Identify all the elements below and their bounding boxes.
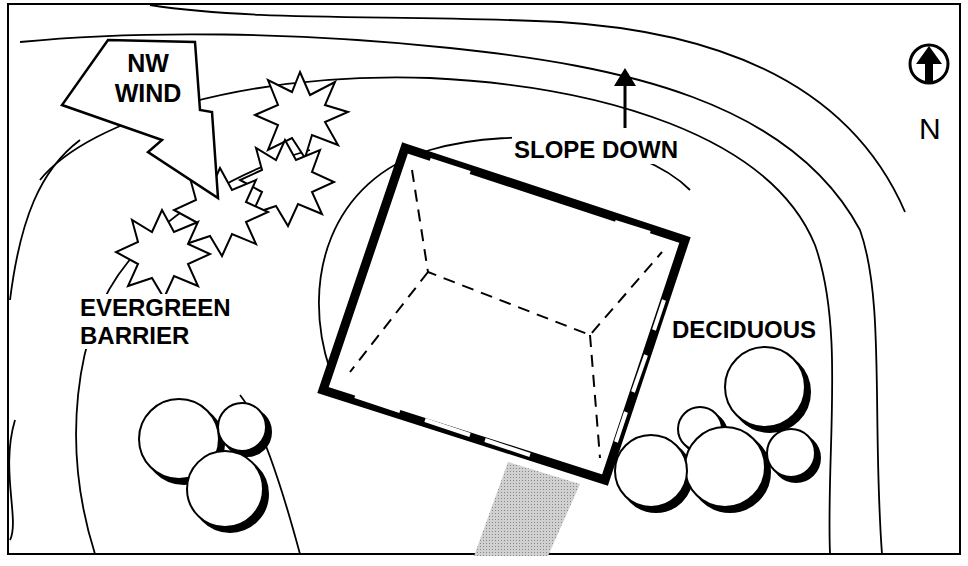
north-label: N	[917, 112, 943, 147]
contour-lines	[9, 5, 905, 554]
deciduous-trees	[139, 347, 820, 532]
walkway	[474, 462, 580, 556]
north-symbol	[910, 45, 948, 83]
frame	[8, 4, 960, 554]
house	[323, 148, 685, 480]
wind-arrow-box: NW WIND	[70, 40, 210, 205]
slope-label: SLOPE DOWN	[512, 136, 680, 164]
wind-arrow	[62, 40, 218, 198]
evergreen-label: EVERGREEN BARRIER	[78, 294, 232, 349]
deciduous-label: DECIDUOUS	[670, 316, 818, 344]
slope-arrow	[614, 68, 636, 128]
wind-label: NW WIND	[100, 48, 196, 108]
